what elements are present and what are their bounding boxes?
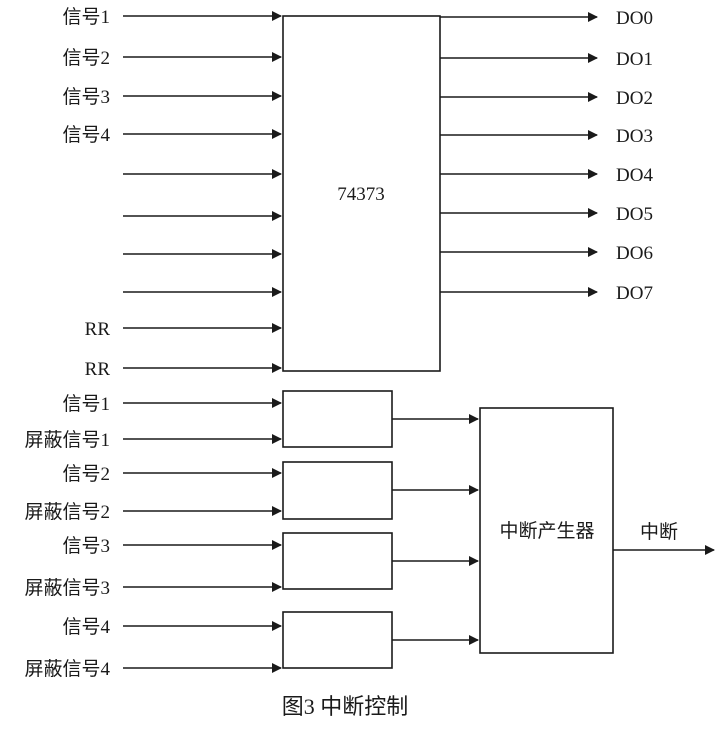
- mask-gate-box: [282, 532, 393, 590]
- gate-mask-label: 屏蔽信号2: [24, 501, 110, 523]
- gate-signal-label: 信号1: [62, 393, 110, 415]
- latch-input-label: RR: [85, 319, 111, 340]
- latch-output-label: DO3: [616, 126, 653, 147]
- gate-signal-label: 信号3: [62, 535, 110, 557]
- gate-mask-label: 屏蔽信号3: [24, 577, 110, 599]
- mask-gate-box: [282, 390, 393, 448]
- latch-output-label: DO4: [616, 165, 653, 186]
- interrupt-output-label: 中断: [640, 521, 678, 543]
- mask-gates: 信号1 屏蔽信号1 信号2 屏蔽信号2 信号3 屏蔽信号3 信号4 屏蔽信号4: [24, 390, 479, 680]
- interrupt-generator-label: 中断产生器: [499, 520, 594, 542]
- latch-input-label: 信号4: [62, 124, 110, 146]
- gate-mask-label: 屏蔽信号4: [24, 658, 110, 680]
- mask-gate-box: [282, 461, 393, 520]
- gate-signal-label: 信号2: [62, 463, 110, 485]
- latch-chip-label: 74373: [337, 184, 385, 205]
- latch-output-label: DO1: [616, 49, 653, 70]
- latch-output-label: DO6: [616, 243, 653, 264]
- latch-output-label: DO5: [616, 204, 653, 225]
- figure-caption: 图3 中断控制: [282, 694, 409, 719]
- latch-input-label: RR: [85, 359, 111, 380]
- mask-gate-box: [282, 611, 393, 669]
- latch-chip-box: [282, 15, 441, 372]
- interrupt-generator-box: [479, 407, 614, 654]
- latch-input-label: 信号2: [62, 47, 110, 69]
- latch-output-label: DO2: [616, 88, 653, 109]
- latch-input-label: 信号3: [62, 86, 110, 108]
- gate-mask-label: 屏蔽信号1: [24, 429, 110, 451]
- gate-signal-label: 信号4: [62, 616, 110, 638]
- latch-input-label: 信号1: [62, 6, 110, 28]
- latch-output-label: DO0: [616, 8, 653, 29]
- latch-output-label: DO7: [616, 283, 653, 304]
